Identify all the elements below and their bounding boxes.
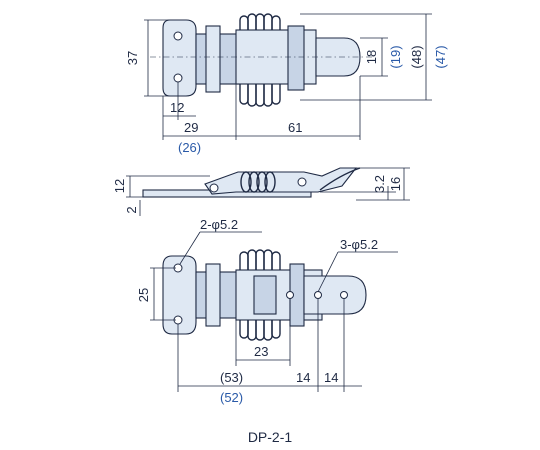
hole-label-right: 3-φ5.2 — [340, 237, 378, 252]
dim-3-2: 3.2 — [372, 175, 387, 193]
top-hook — [315, 37, 361, 77]
bottom-base-plate — [162, 255, 197, 335]
bottom-hook — [303, 275, 367, 315]
hole-label-left: 2-φ5.2 — [200, 217, 238, 232]
bottom-hinge — [205, 263, 221, 327]
side-pin — [297, 177, 307, 187]
dim-23: 23 — [254, 344, 268, 359]
bottom-hook-hole-2 — [314, 291, 322, 299]
dim-12-top: 12 — [170, 100, 184, 115]
dim-53: (53) — [220, 370, 243, 385]
dim-14-a: 14 — [296, 370, 310, 385]
dim-29: 29 — [184, 120, 198, 135]
dim-16: 16 — [388, 177, 403, 191]
dim-61: 61 — [288, 120, 302, 135]
top-hole-lower — [173, 73, 183, 83]
dim-47: (47) — [433, 45, 448, 68]
side-view: 12 2 3.2 16 — [112, 167, 410, 216]
dim-52: (52) — [220, 390, 243, 405]
dim-26: (26) — [178, 140, 201, 155]
bottom-hook-hole-3 — [340, 291, 348, 299]
side-spring — [240, 171, 276, 193]
dim-37: 37 — [125, 51, 140, 65]
bottom-latch-window — [253, 275, 277, 315]
dim-25: 25 — [136, 288, 151, 302]
dim-14-b: 14 — [324, 370, 338, 385]
top-hinge — [205, 25, 221, 93]
bottom-hook-hole-1 — [286, 291, 294, 299]
top-view: 37 18 (19) (48) (47) 12 29 (26) 61 — [125, 13, 448, 155]
dim-12-side: 12 — [112, 179, 127, 193]
dim-2: 2 — [124, 206, 139, 213]
dim-18: 18 — [364, 50, 379, 64]
side-pivot — [209, 183, 219, 193]
top-lever-clamp — [287, 25, 305, 91]
top-base-plate — [162, 19, 197, 97]
side-hook-curve — [319, 167, 361, 191]
drawing-caption: DP-2-1 — [248, 429, 293, 445]
top-hole-upper — [173, 31, 183, 41]
dim-48: (48) — [409, 45, 424, 68]
bottom-view: 2-φ5.2 3-φ5.2 25 23 (53) (52) 14 14 — [136, 217, 398, 405]
dim-19: (19) — [388, 45, 403, 68]
